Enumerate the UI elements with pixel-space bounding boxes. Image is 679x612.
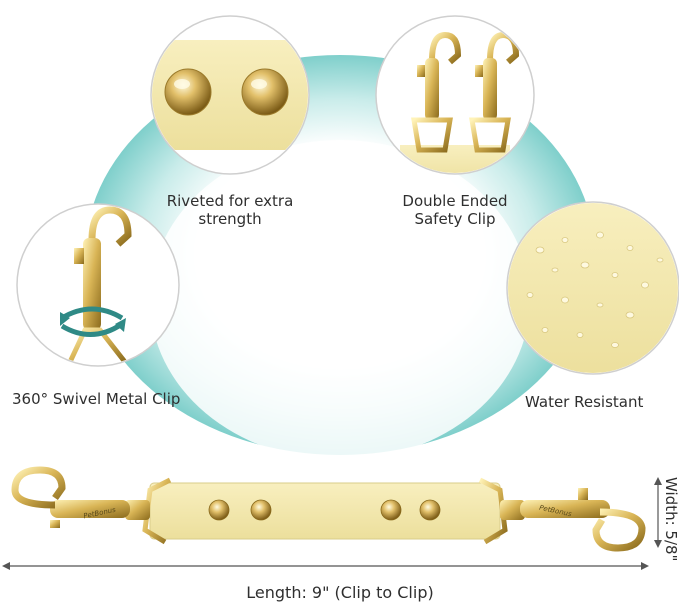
- water-caption: Water Resistant: [525, 393, 644, 411]
- rivet-caption-line2: strength: [198, 210, 262, 228]
- rivet: [380, 499, 402, 521]
- length-dimension-line: [2, 562, 649, 570]
- width-dimension-line: [654, 477, 662, 548]
- double-clip-caption-line2: Safety Clip: [414, 210, 496, 228]
- rivet: [419, 499, 441, 521]
- rivet: [250, 499, 272, 521]
- glow-center-mask: [150, 140, 530, 460]
- width-label: Width: 5/8": [662, 477, 679, 562]
- rivet-caption: Riveted for extra strength: [150, 192, 310, 228]
- swivel-clip-closeup: [16, 203, 180, 367]
- product-leash-coupler: [11, 466, 646, 552]
- double-clip-caption-line1: Double Ended: [402, 192, 508, 210]
- rivet-caption-line1: Riveted for extra: [166, 192, 294, 210]
- water-drops-closeup: [506, 201, 679, 375]
- length-label: Length: 9" (Clip to Clip): [246, 583, 434, 602]
- swivel-caption: 360° Swivel Metal Clip: [12, 390, 181, 408]
- double-clip-caption: Double Ended Safety Clip: [385, 192, 525, 228]
- rivet-closeup: [150, 15, 310, 175]
- rivet: [208, 499, 230, 521]
